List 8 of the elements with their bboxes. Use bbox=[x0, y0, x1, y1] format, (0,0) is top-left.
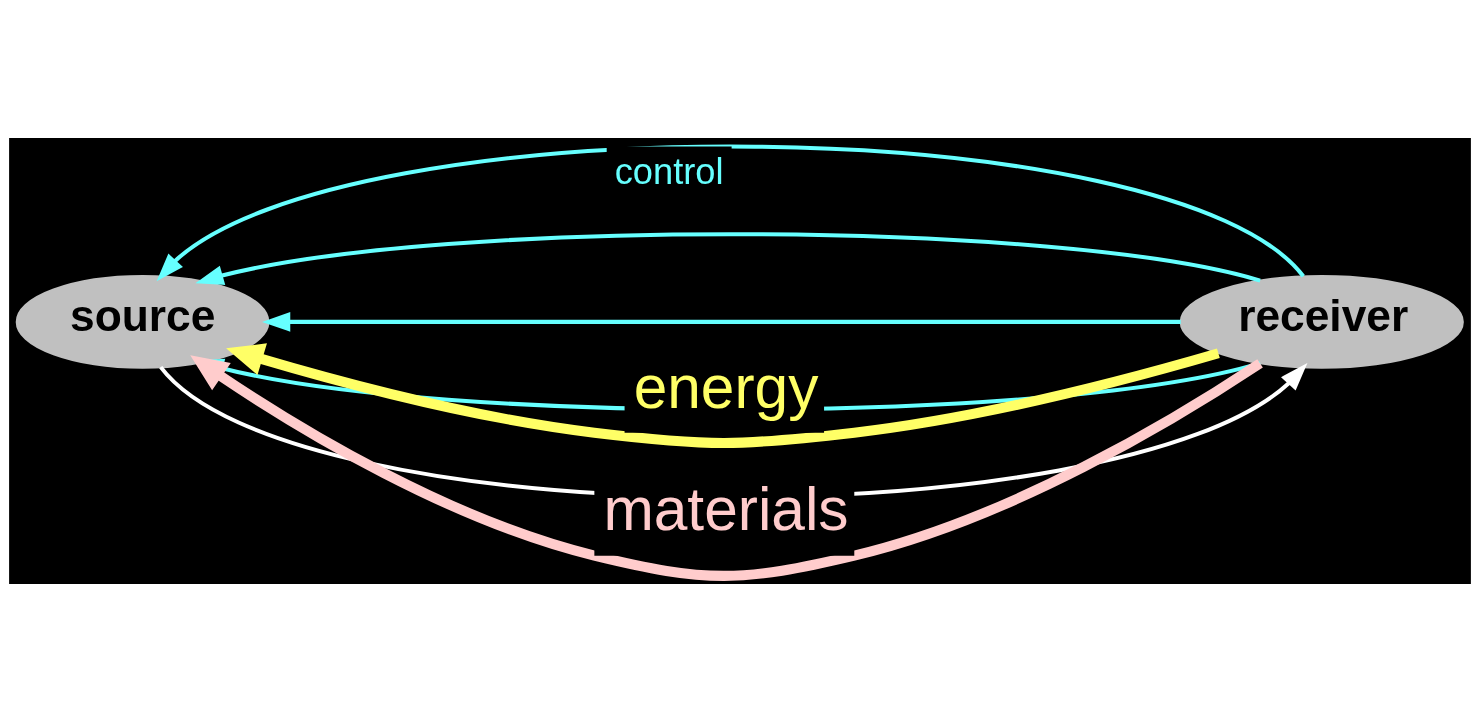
edge-label: control bbox=[614, 150, 724, 192]
edge-label: materials bbox=[603, 474, 849, 543]
node-ellipse: receiver bbox=[1179, 274, 1464, 369]
arrow bbox=[262, 311, 1181, 332]
arrow bbox=[195, 231, 1261, 285]
arrow bbox=[226, 342, 1220, 448]
node-ellipse: source bbox=[15, 274, 270, 369]
edge-label: energy bbox=[633, 352, 819, 421]
